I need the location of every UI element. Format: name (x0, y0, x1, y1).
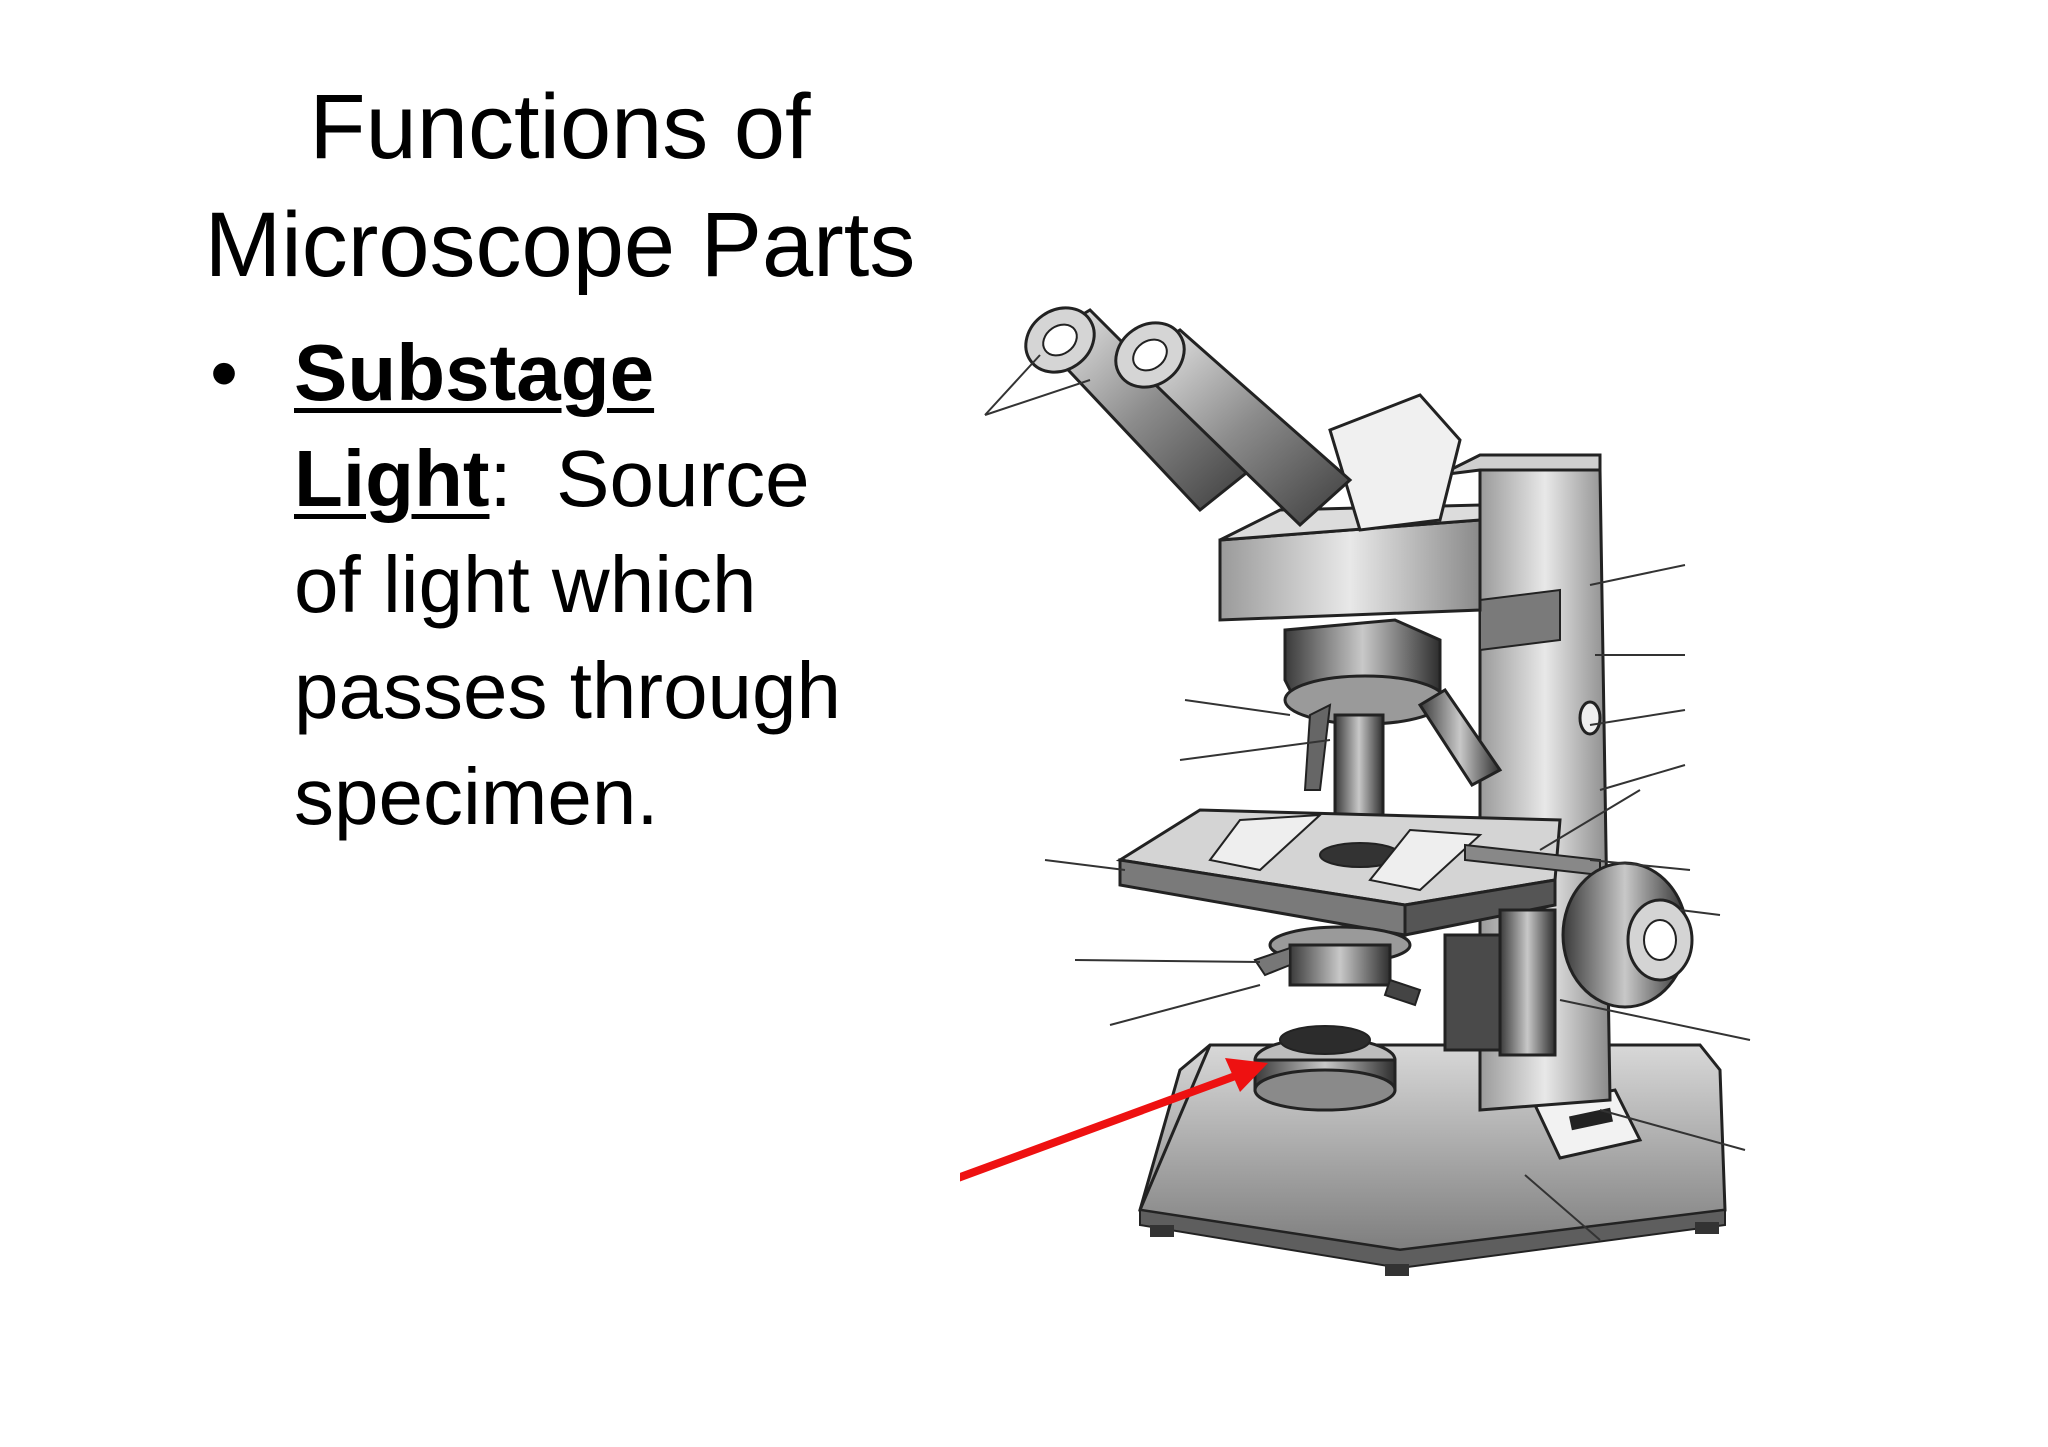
bullet-text: Substage Light: Source of light which pa… (294, 320, 914, 850)
term-line-1: Substage (294, 328, 655, 417)
bullet-icon: • (210, 328, 239, 417)
term-colon: : (489, 434, 512, 523)
eyepieces (1024, 306, 1353, 528)
definition-line-3: passes through (294, 646, 842, 735)
term-line-2: Light (294, 434, 490, 523)
title-line-1: Functions of (309, 76, 811, 178)
definition-line-4: specimen. (294, 752, 659, 841)
leader-lines (984, 354, 1751, 1241)
nosepiece (1283, 618, 1503, 817)
fine-focus-knob (1498, 908, 1557, 1057)
focus-knobs (1498, 861, 1694, 1057)
stage (1115, 808, 1601, 937)
definition-line-2: of light which (294, 540, 757, 629)
objective-lens (1333, 713, 1385, 817)
title-line-2: Microscope Parts (204, 194, 916, 296)
red-arrow-icon (960, 1058, 1268, 1182)
microscope-illustration-icon (960, 306, 1751, 1276)
slide-title: Functions of Microscope Parts (150, 68, 970, 304)
head (1218, 393, 1482, 622)
substage-light (1253, 1025, 1397, 1112)
definition-line-1: Source (556, 434, 810, 523)
